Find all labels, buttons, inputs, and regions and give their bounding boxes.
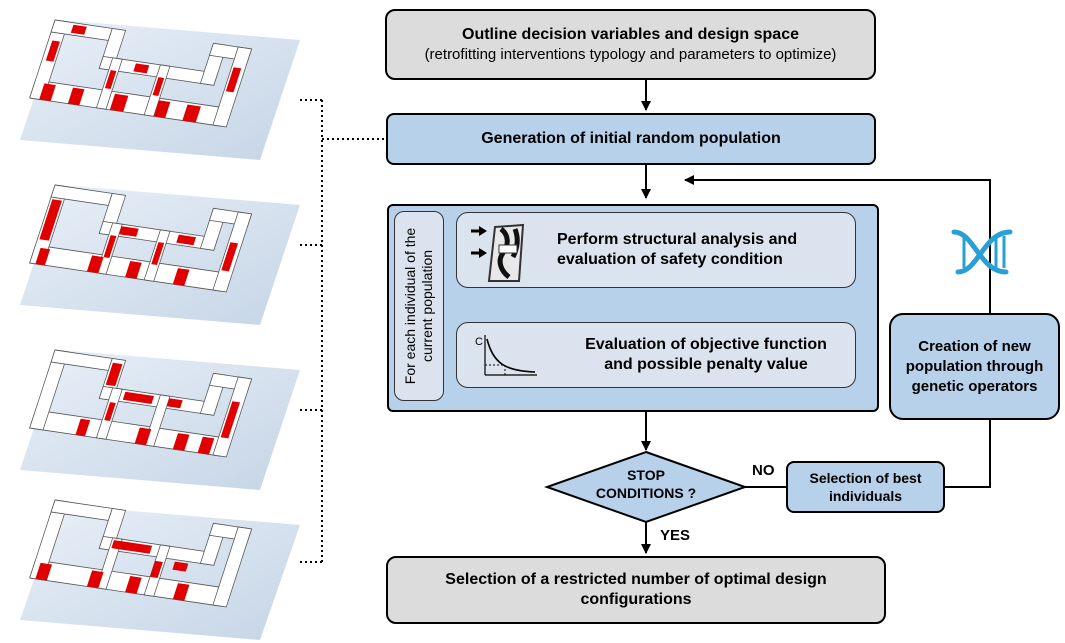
- line-selection-creation: [945, 420, 991, 488]
- yes-label: YES: [660, 527, 691, 544]
- dotted-bracket: [300, 99, 386, 563]
- generation-label: Generation of initial random population: [481, 130, 781, 147]
- outline-subtitle: (retrofitting interventions typology and…: [424, 46, 837, 63]
- stop-label: STOP CONDITIONS ?: [566, 466, 726, 502]
- loop-label: For each individual of the current popul…: [402, 227, 435, 385]
- selection-best-step: Selection of best individuals: [786, 461, 945, 513]
- outline-title: Outline decision variables and design sp…: [462, 26, 799, 43]
- building-model-3: [20, 349, 300, 490]
- objective-function-step: C Evaluation of objective function and p…: [456, 322, 856, 388]
- creation-step: Creation of new population through genet…: [889, 313, 1060, 420]
- selection-best-line-1: Selection of best: [809, 470, 922, 486]
- stop-diamond: [543, 450, 749, 524]
- loop-label-box: For each individual of the current popul…: [394, 211, 444, 401]
- no-label: NO: [752, 462, 775, 479]
- outline-step: Outline decision variables and design sp…: [385, 9, 876, 80]
- creation-line-2: population through: [905, 357, 1044, 375]
- objective-line-2: and possible penalty value: [604, 356, 808, 373]
- final-line-1: Selection of a restricted number of opti…: [445, 571, 827, 588]
- creation-line-1: Creation of new: [918, 337, 1031, 355]
- objective-line-1: Evaluation of objective function: [585, 336, 827, 353]
- building-model-2: [20, 184, 300, 325]
- frame-analysis-icon: [471, 223, 525, 282]
- objective-curve-icon: C: [475, 335, 537, 376]
- svg-text:C: C: [475, 336, 483, 348]
- selection-best-line-2: individuals: [828, 488, 903, 504]
- building-model-4: [20, 499, 300, 640]
- dna-icon: [951, 229, 1013, 275]
- structural-analysis-step: Perform structural analysis and evaluati…: [456, 212, 856, 288]
- stop-line-2: CONDITIONS ?: [595, 485, 697, 501]
- generation-step: Generation of initial random population: [386, 113, 876, 165]
- stop-line-1: STOP: [627, 467, 665, 483]
- building-illustrations: [20, 19, 300, 640]
- final-selection-step: Selection of a restricted number of opti…: [386, 556, 886, 624]
- final-line-2: configurations: [580, 591, 692, 608]
- building-model-1: [20, 19, 300, 160]
- creation-line-3: genetic operators: [911, 377, 1038, 395]
- structural-line-2: evaluation of safety condition: [557, 251, 783, 268]
- structural-line-1: Perform structural analysis and: [557, 231, 798, 248]
